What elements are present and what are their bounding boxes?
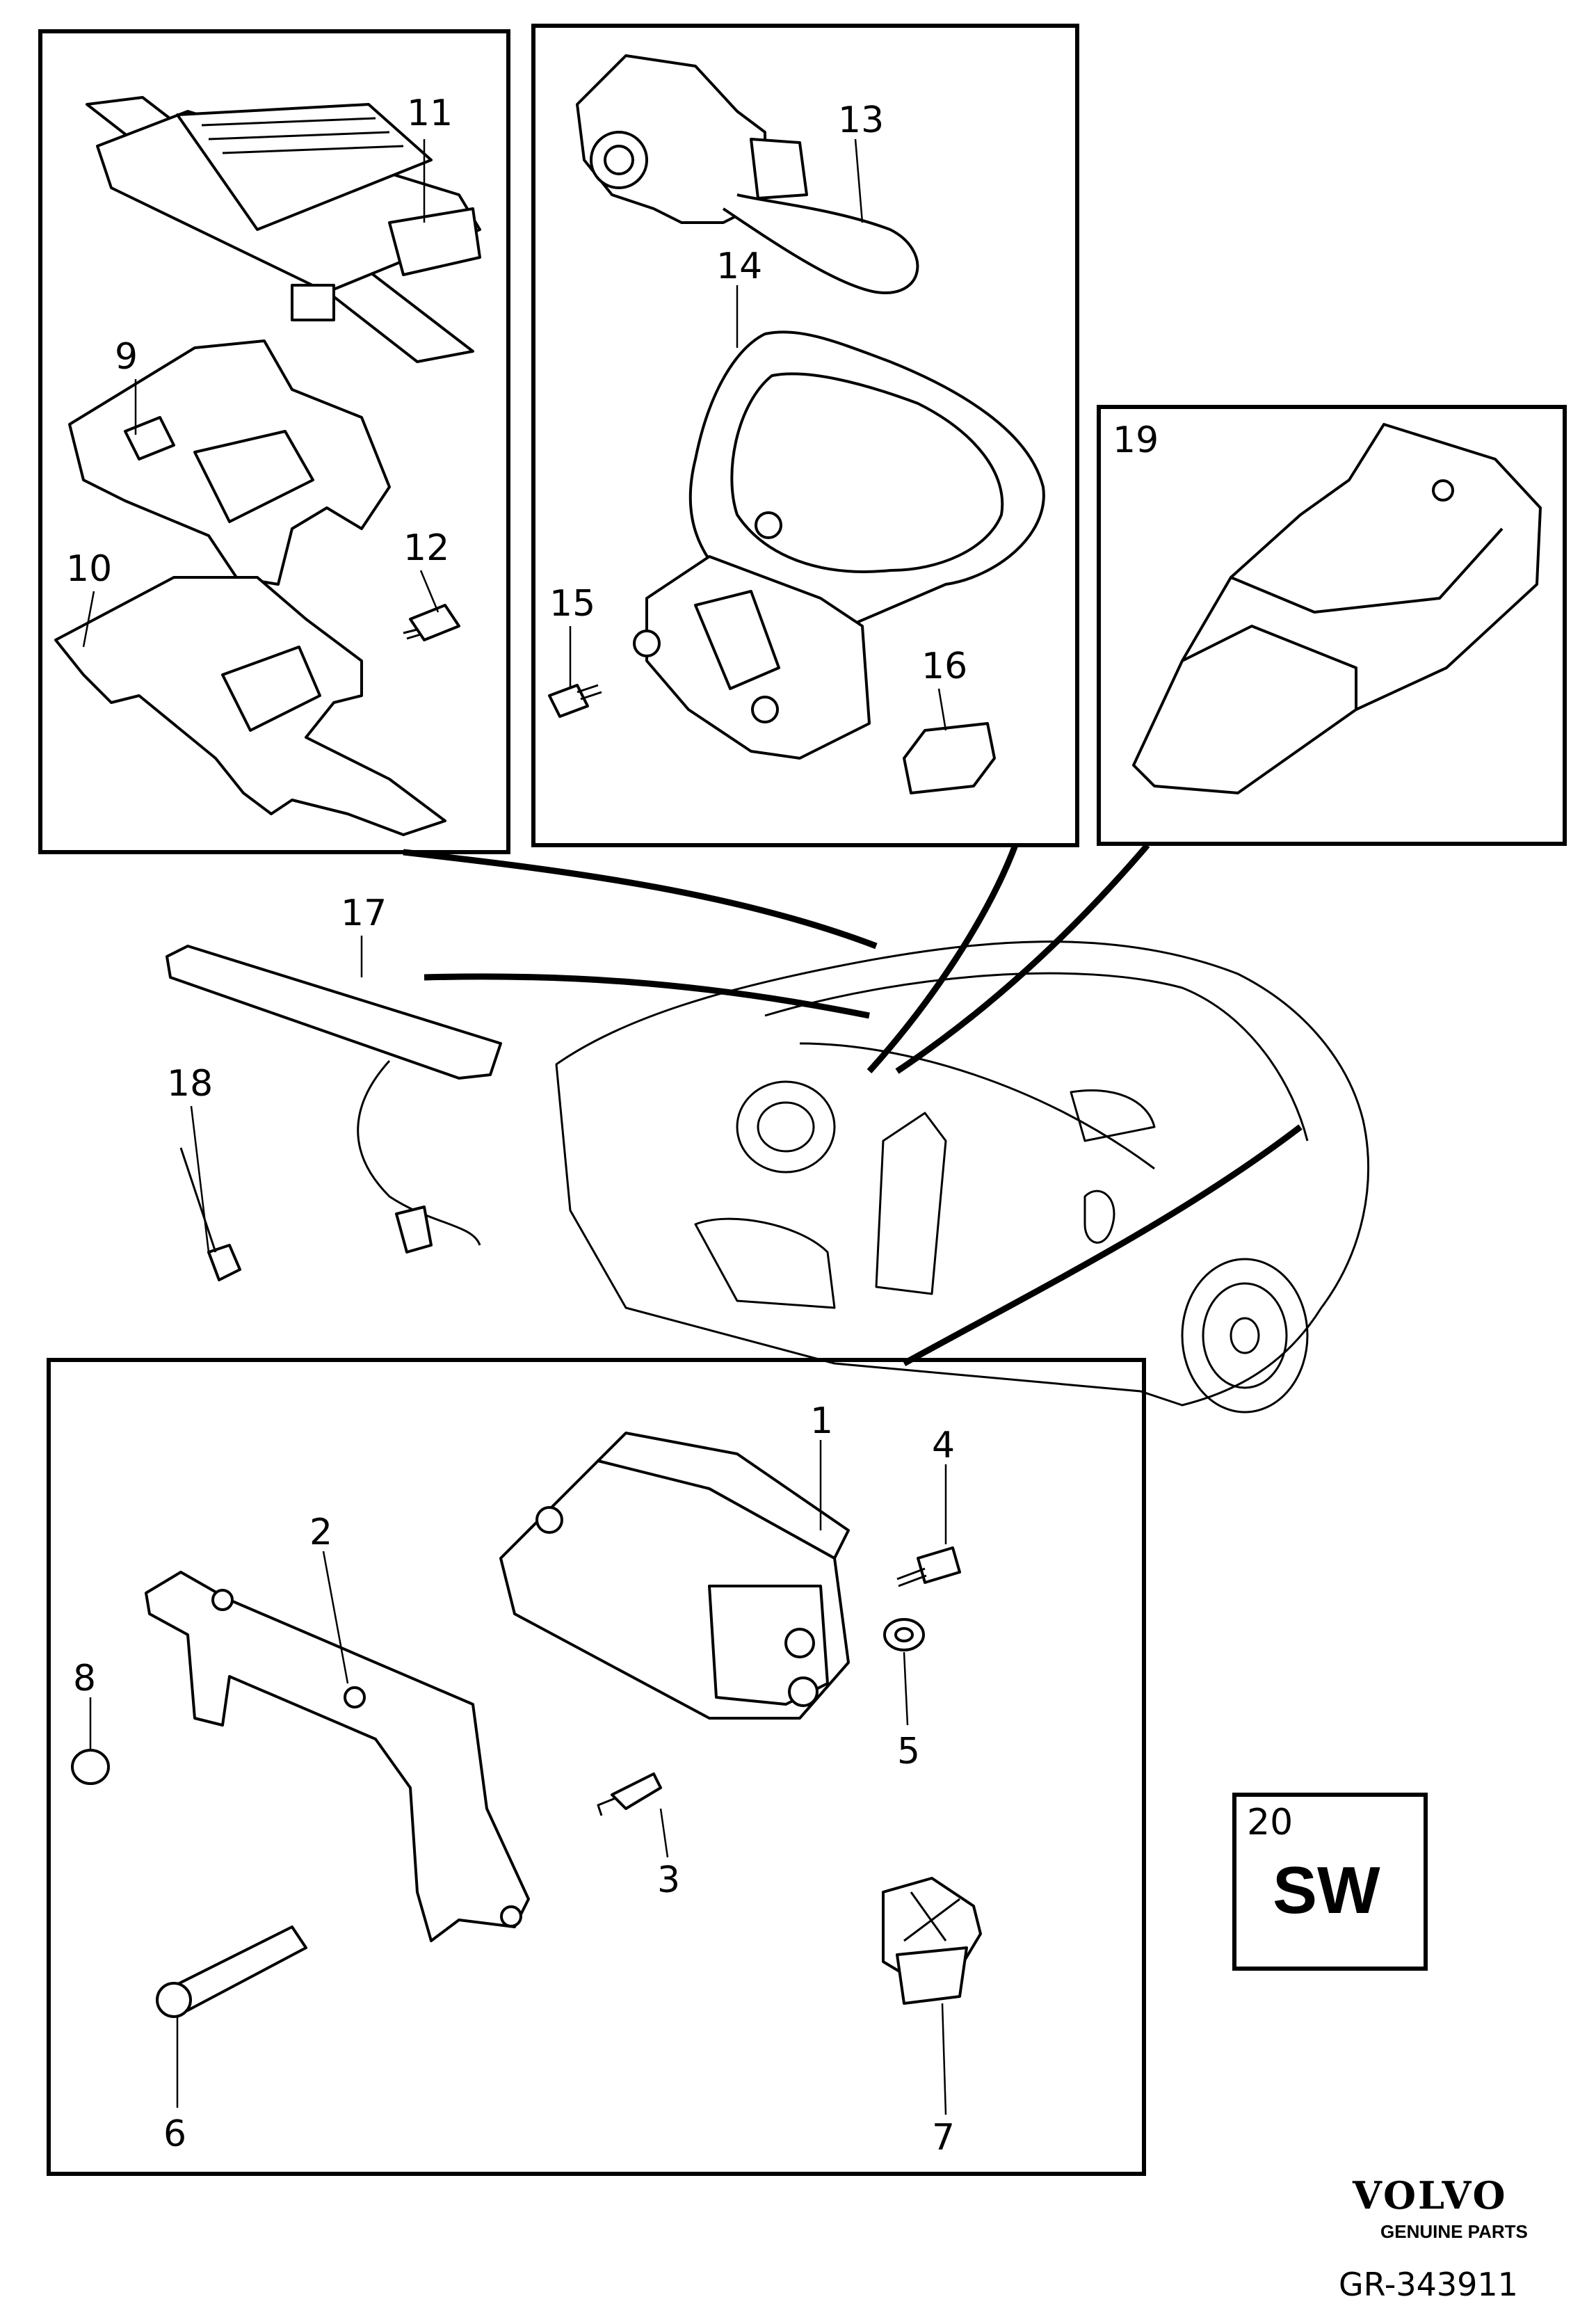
part-15-screw xyxy=(548,684,602,718)
frame-bottom xyxy=(47,1358,1146,2176)
callout-7: 7 xyxy=(932,2117,955,2159)
callout-19: 19 xyxy=(1113,419,1159,461)
callout-8: 8 xyxy=(73,1658,96,1699)
part-5-nut xyxy=(883,1618,925,1651)
part-7-cap xyxy=(882,1877,982,2005)
callout-15: 15 xyxy=(549,583,595,625)
brand-tagline: GENUINE PARTS xyxy=(1380,2221,1528,2242)
part-11-control-module xyxy=(86,96,481,363)
callout-17: 17 xyxy=(341,892,387,934)
callout-5: 5 xyxy=(897,1731,920,1772)
callout-14: 14 xyxy=(716,246,762,287)
part-4-bolt xyxy=(896,1546,961,1587)
sw-label: SW xyxy=(1273,1853,1380,1928)
callout-13: 13 xyxy=(838,99,884,141)
brand-name: VOLVO xyxy=(1352,2173,1508,2218)
part-3-stud xyxy=(597,1772,662,1816)
frame-top-middle xyxy=(531,24,1079,847)
callout-10: 10 xyxy=(66,548,112,590)
callout-12: 12 xyxy=(403,527,449,569)
pointer-arrows xyxy=(403,843,1303,1366)
brand-block: VOLVO GENUINE PARTS GR-343911 xyxy=(1339,2173,1528,2303)
callout-20: 20 xyxy=(1247,1802,1293,1843)
callout-9: 9 xyxy=(115,336,138,378)
leader-lines xyxy=(82,138,947,2115)
frame-right xyxy=(1097,405,1567,846)
frame-top-left xyxy=(38,29,510,854)
part-16-clip xyxy=(903,722,996,794)
callout-16: 16 xyxy=(921,646,967,687)
part-17-mirror-cover xyxy=(166,945,502,1254)
part-10-bracket xyxy=(54,576,446,836)
part-12-screw xyxy=(403,604,460,641)
part-9-bracket xyxy=(68,339,391,586)
part-19-cover xyxy=(1132,423,1542,794)
part-6-long-bolt xyxy=(156,1925,307,2018)
part-13-motor-unit xyxy=(576,54,919,294)
callout-11: 11 xyxy=(407,93,453,134)
part-18-screw xyxy=(179,1147,241,1281)
part-1-module xyxy=(499,1432,850,1720)
part-8-grommet xyxy=(71,1749,110,1785)
callout-labels: 11 9 10 12 13 14 15 16 19 17 18 1 2 4 8 … xyxy=(66,93,1159,2159)
callout-1: 1 xyxy=(810,1400,833,1442)
car-illustration xyxy=(555,940,1369,1414)
callout-18: 18 xyxy=(167,1063,213,1105)
callout-3: 3 xyxy=(657,1859,680,1901)
diagram-reference: GR-343911 xyxy=(1339,2266,1518,2303)
part-2-bracket xyxy=(145,1571,530,1942)
callout-2: 2 xyxy=(309,1512,332,1553)
callout-6: 6 xyxy=(163,2113,186,2155)
part-14-mounting-frame xyxy=(633,330,1045,760)
sw-box: 20 SW xyxy=(1232,1793,1428,1971)
callout-4: 4 xyxy=(932,1425,955,1466)
